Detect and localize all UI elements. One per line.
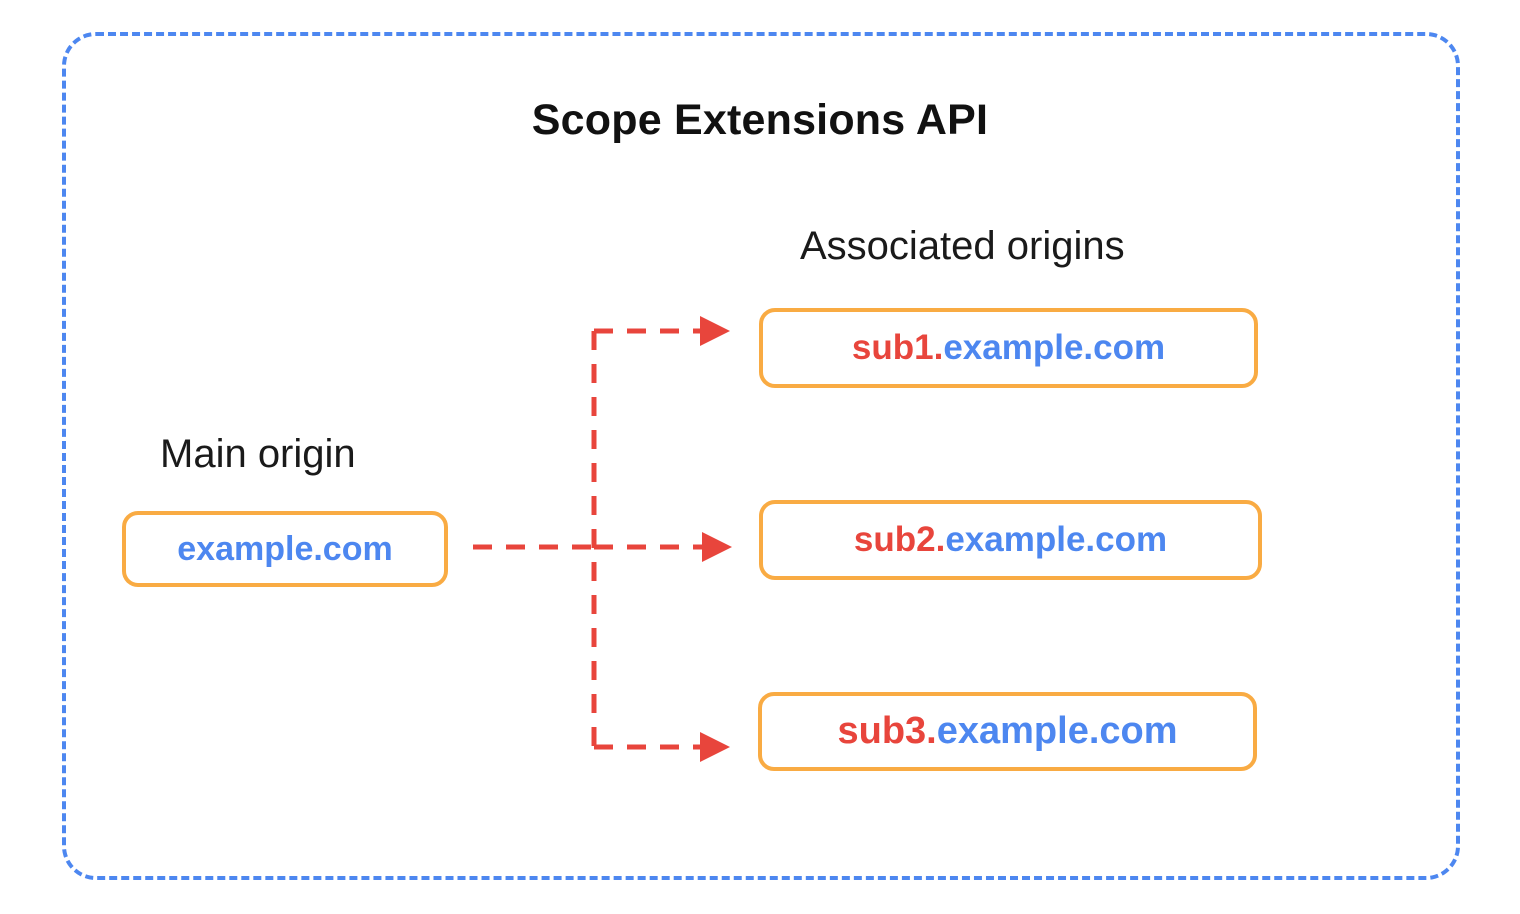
origin-dot: . (935, 520, 946, 559)
origin-box-sub2[interactable]: sub2.example.com (759, 500, 1262, 580)
origin-domain: example.com (177, 529, 393, 568)
origin-subdomain: sub2 (853, 520, 936, 559)
page-title: Scope Extensions API (531, 96, 989, 144)
main-origin-label: Main origin (160, 432, 356, 476)
origin-box-sub3[interactable]: sub3.example.com (758, 692, 1257, 771)
origin-domain: example.com (945, 520, 1168, 559)
origin-subdomain: sub3 (837, 710, 927, 752)
origin-box-main[interactable]: example.com (122, 511, 448, 587)
origin-subdomain: sub1 (851, 328, 934, 367)
origin-dot: . (926, 710, 937, 752)
scope-extensions-frame (62, 32, 1460, 880)
origin-dot: . (933, 328, 944, 367)
origin-box-sub1[interactable]: sub1.example.com (759, 308, 1258, 388)
origin-domain: example.com (936, 710, 1178, 752)
origin-domain: example.com (943, 328, 1166, 367)
associated-origins-label: Associated origins (800, 224, 1125, 268)
